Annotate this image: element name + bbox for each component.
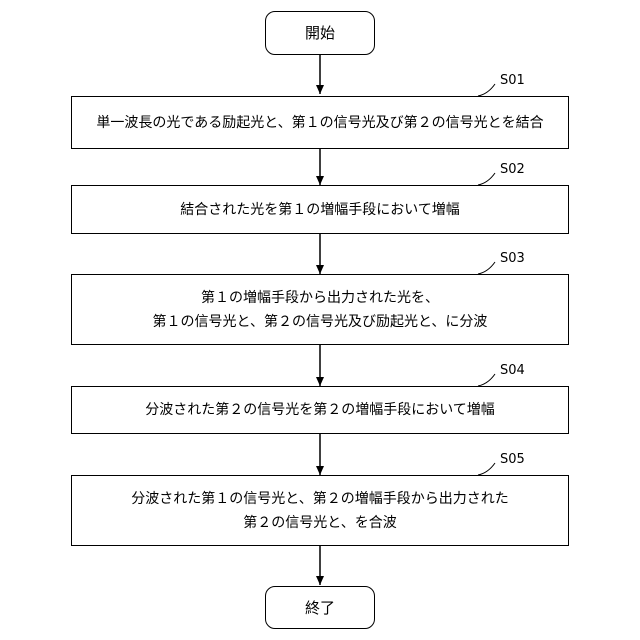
- start-label: 開始: [305, 21, 335, 45]
- step-box-s03: 第１の増幅手段から出力された光を、 第１の信号光と、第２の信号光及び励起光と、に…: [71, 274, 569, 345]
- step-s03-line-2: 第１の信号光と、第２の信号光及び励起光と、に分波: [153, 310, 488, 334]
- step-s04-line-1: 分波された第２の信号光を第２の増幅手段において増幅: [145, 398, 495, 422]
- end-node: 終了: [265, 586, 375, 629]
- step-s02-line-1: 結合された光を第１の増幅手段において増幅: [180, 198, 460, 222]
- step-s05-line-1: 分波された第１の信号光と、第２の増幅手段から出力された: [131, 487, 508, 511]
- leader-s05: [478, 463, 495, 475]
- leader-s04: [478, 374, 495, 386]
- step-s01-line-1: 単一波長の光である励起光と、第１の信号光及び第２の信号光とを結合: [96, 111, 543, 135]
- step-box-s05: 分波された第１の信号光と、第２の増幅手段から出力された 第２の信号光と、を合波: [71, 475, 569, 546]
- step-box-s01: 単一波長の光である励起光と、第１の信号光及び第２の信号光とを結合: [71, 96, 569, 149]
- step-id-s05: S05: [500, 453, 525, 467]
- step-id-s04: S04: [500, 364, 525, 378]
- step-s05-line-2: 第２の信号光と、を合波: [243, 511, 396, 535]
- step-id-s01: S01: [500, 74, 525, 88]
- leader-s03: [478, 262, 495, 274]
- step-box-s04: 分波された第２の信号光を第２の増幅手段において増幅: [71, 386, 569, 434]
- step-id-s02: S02: [500, 163, 525, 177]
- step-s03-line-1: 第１の増幅手段から出力された光を、: [201, 286, 439, 310]
- end-label: 終了: [305, 596, 335, 620]
- start-node: 開始: [265, 11, 375, 55]
- step-id-s03: S03: [500, 252, 525, 266]
- step-box-s02: 結合された光を第１の増幅手段において増幅: [71, 185, 569, 234]
- leader-s01: [478, 84, 495, 96]
- leader-s02: [478, 173, 495, 185]
